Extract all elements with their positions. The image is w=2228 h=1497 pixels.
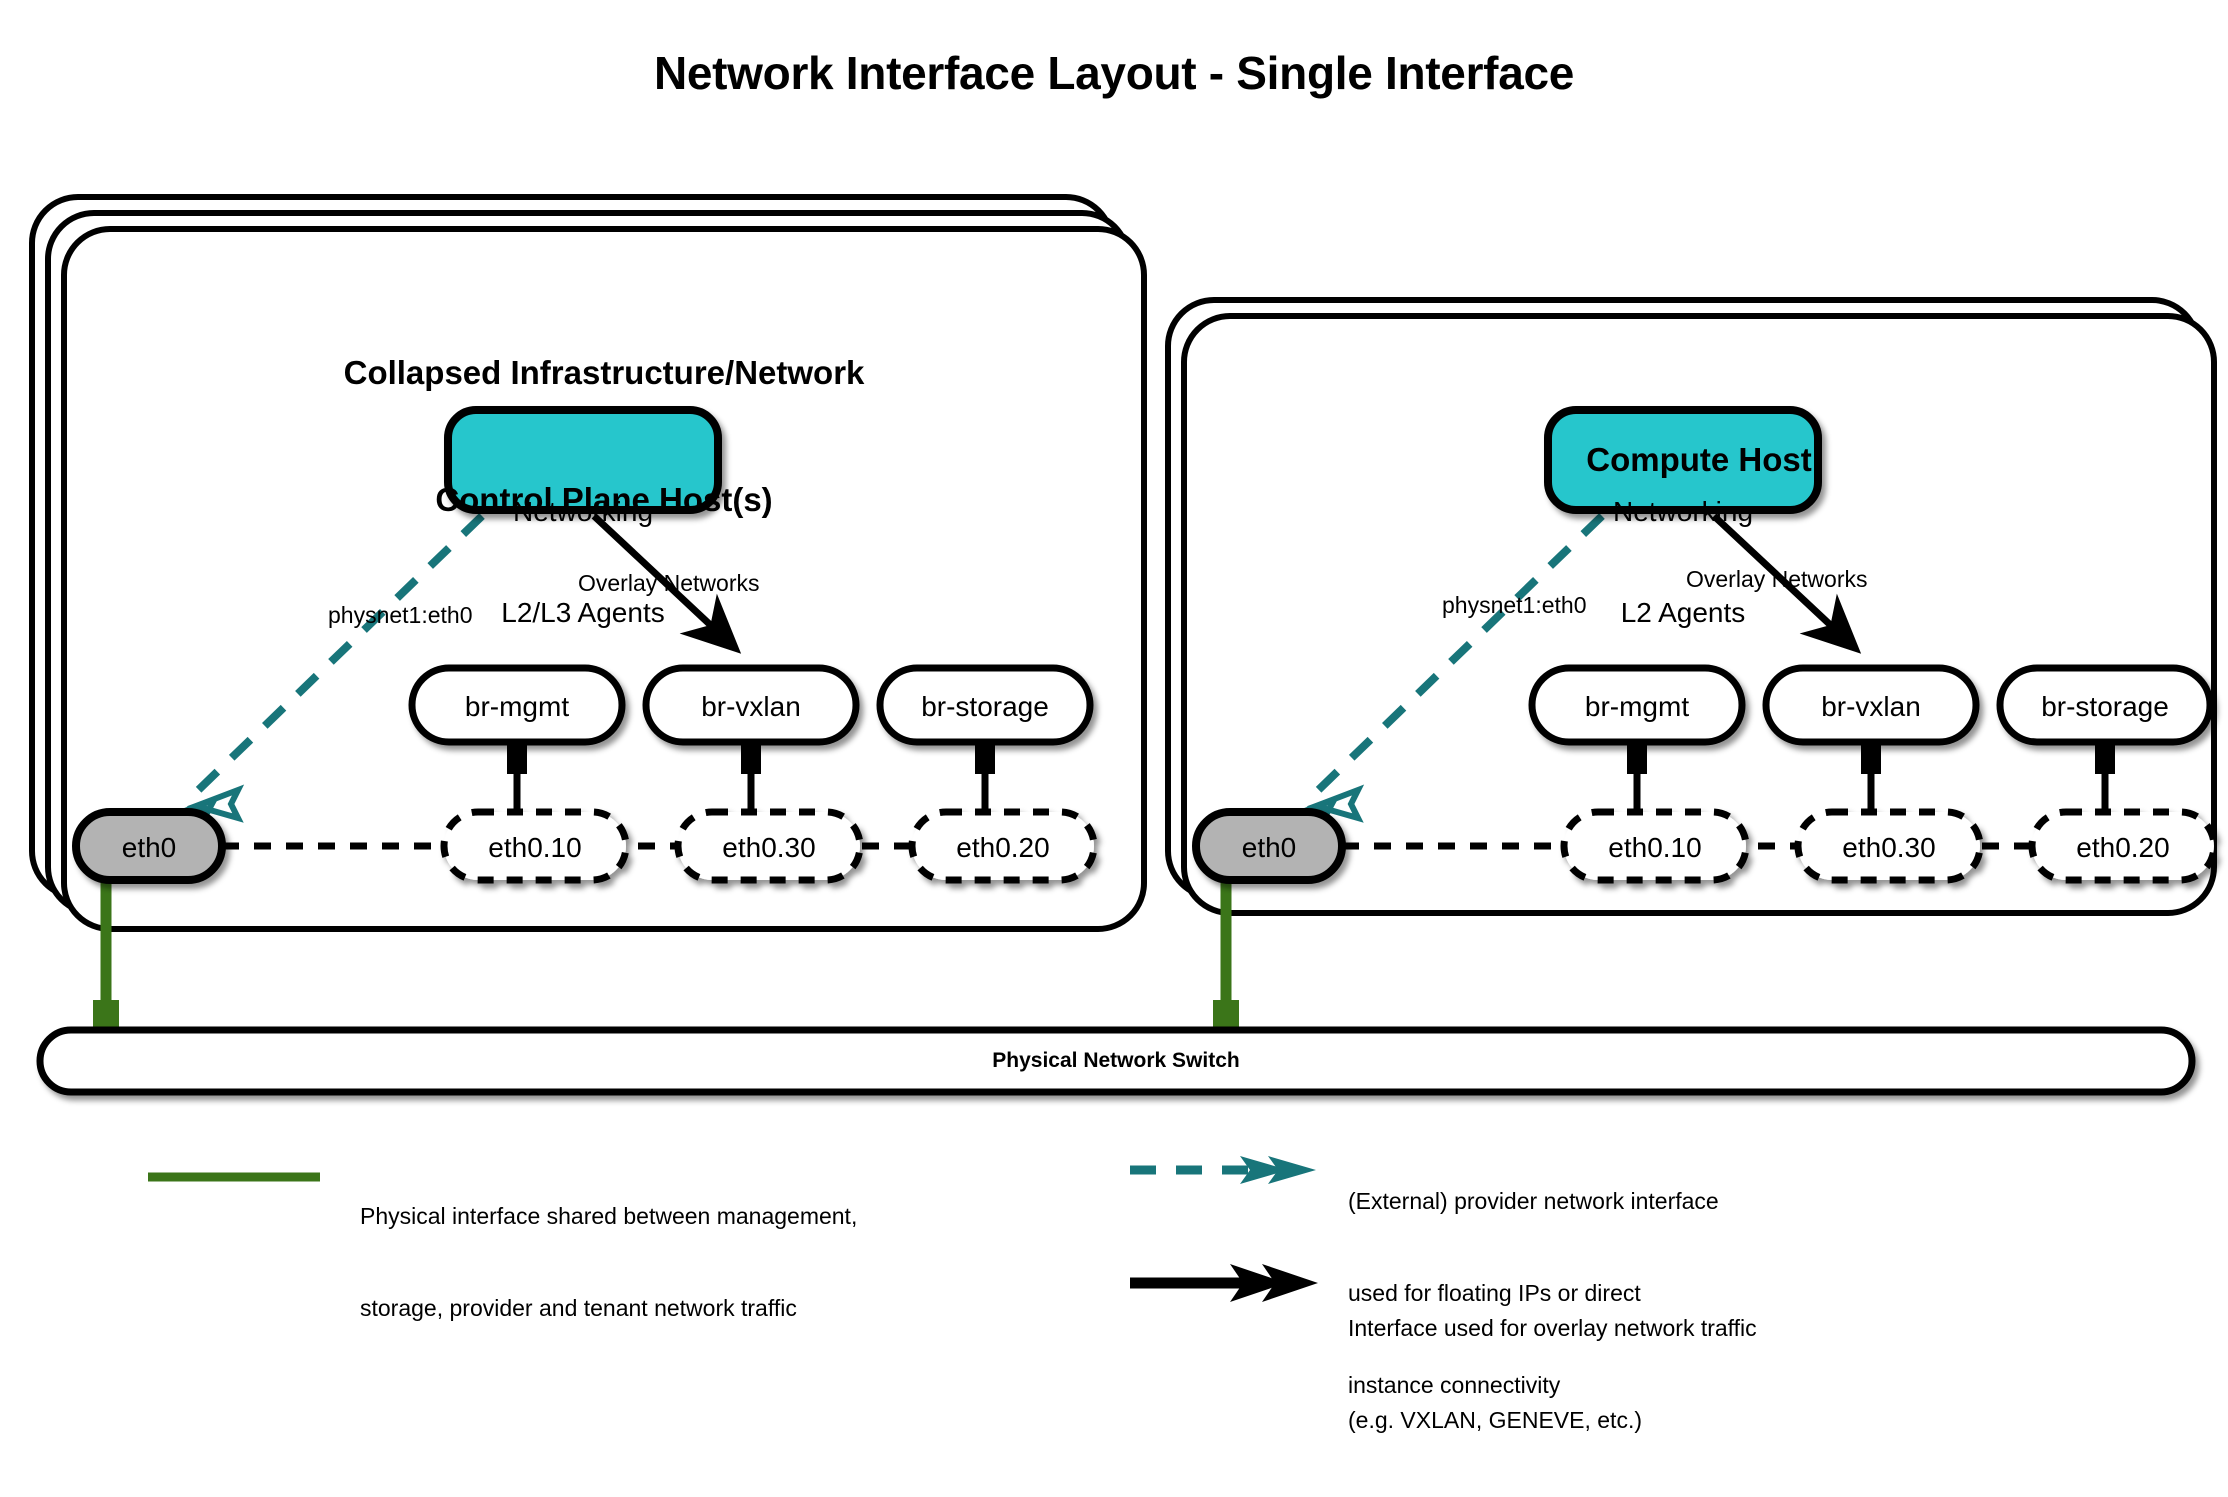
page-title: Network Interface Layout - Single Interf… <box>653 47 1575 99</box>
host-stack-compute <box>1165 297 2217 916</box>
legend-item-physical-interface: Physical interface shared between manage… <box>360 1140 857 1385</box>
vlan-label-eth0-30-compute: eth0.30 <box>1842 832 1936 863</box>
legend-swatch-overlay-network <box>1130 1264 1318 1302</box>
host-title-line1: Compute Host <box>1586 441 1812 479</box>
vlan-label-eth0-10-compute: eth0.10 <box>1608 832 1702 863</box>
bridge-label-br-mgmt-control-plane: br-mgmt <box>464 691 570 722</box>
overlay-label-control-plane: Overlay Networks <box>578 570 760 596</box>
vlan-label-eth0-30-control-plane: eth0.30 <box>722 832 816 863</box>
legend-line: (e.g. VXLAN, GENEVE, etc.) <box>1348 1406 1642 1433</box>
nic-label-control-plane: eth0 <box>121 832 177 863</box>
legend-item-overlay-network: Interface used for overlay network traff… <box>1348 1252 1757 1497</box>
agent-box-line2: L2 Agents <box>1620 596 1746 628</box>
agent-box-line2: L2/L3 Agents <box>501 596 665 628</box>
agent-box-label-compute: Networking L2 Agents <box>1548 428 1818 697</box>
provider-label-compute: physnet1:eth0 <box>1442 592 1587 618</box>
vlan-shapes-compute <box>1560 808 2218 884</box>
nic-label-compute: eth0 <box>1241 832 1297 863</box>
host-title-compute: Compute Host <box>1184 355 2214 566</box>
legend-line: (External) provider network interface <box>1348 1188 1719 1215</box>
host-title-line2: Control Plane Host(s) <box>435 481 773 519</box>
bridge-label-br-storage-control-plane: br-storage <box>921 691 1049 722</box>
physical-network-switch-label: Physical Network Switch <box>992 1049 1240 1072</box>
overlay-link-compute <box>1711 513 1862 654</box>
agent-box-control-plane[interactable] <box>444 406 722 514</box>
agent-box-compute[interactable] <box>1544 406 1822 514</box>
bridge-label-br-vxlan-compute: br-vxlan <box>1821 691 1921 722</box>
bridge-label-br-mgmt-compute: br-mgmt <box>1584 691 1690 722</box>
legend-line: used for floating IPs or direct <box>1348 1279 1641 1306</box>
bridge-label-br-storage-compute: br-storage <box>2041 691 2169 722</box>
agent-box-line1: Networking <box>512 496 654 528</box>
provider-label-control-plane: physnet1:eth0 <box>328 602 473 628</box>
bridge-shapes-compute <box>1528 664 2214 820</box>
vlan-label-eth0-20-control-plane: eth0.20 <box>956 832 1050 863</box>
bridge-shapes-control-plane <box>408 664 1094 820</box>
legend-line: storage, provider and tenant network tra… <box>360 1294 797 1321</box>
physical-network-switch-shape[interactable] <box>36 1026 2196 1096</box>
diagram-canvas: Network Interface Layout - Single Interf… <box>29 47 2218 1433</box>
overlay-label-compute: Overlay Networks <box>1686 566 1868 592</box>
host-title-line1: Collapsed Infrastructure/Network <box>343 354 865 392</box>
vlan-label-eth0-20-compute: eth0.20 <box>2076 832 2170 863</box>
vlan-shapes-control-plane <box>440 808 1098 884</box>
bridge-label-br-vxlan-control-plane: br-vxlan <box>701 691 801 722</box>
overlay-link-control-plane <box>591 513 742 654</box>
legend-line: Interface used for overlay network traff… <box>1348 1315 1757 1342</box>
agent-box-label-control-plane: Networking L2/L3 Agents <box>448 428 718 697</box>
legend-swatch-provider-network <box>1130 1156 1316 1184</box>
agent-box-line1: Networking <box>1612 496 1754 528</box>
vlan-label-eth0-10-control-plane: eth0.10 <box>488 832 582 863</box>
diagram-shapes <box>29 194 2218 1302</box>
legend-line: Physical interface shared between manage… <box>360 1203 858 1230</box>
host-title-control-plane: Collapsed Infrastructure/Network Control… <box>64 268 1144 606</box>
